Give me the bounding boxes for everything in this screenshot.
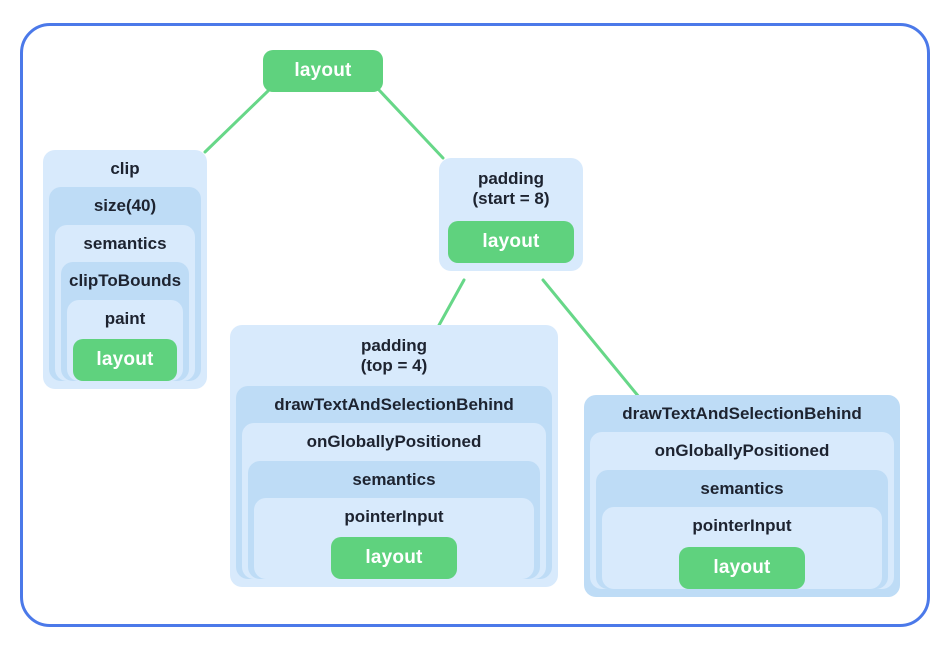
box-label: drawTextAndSelectionBehind [274, 394, 514, 414]
box-on-globally-positioned-middle: onGloballyPositioned semantics pointerIn… [242, 423, 546, 580]
box-draw-text-right: drawTextAndSelectionBehind onGloballyPos… [584, 395, 900, 597]
box-label: padding (top = 4) [230, 325, 558, 386]
box-label-line2: (top = 4) [360, 356, 428, 376]
box-label: padding (start = 8) [439, 158, 583, 219]
box-label: clip [110, 159, 140, 178]
box-draw-text-middle: drawTextAndSelectionBehind onGloballyPos… [236, 385, 552, 580]
leaf-layout-clip: layout [73, 338, 177, 381]
box-semantics: semantics clipToBounds paint layout [55, 224, 195, 381]
box-label: drawTextAndSelectionBehind [622, 404, 862, 423]
box-label: pointerInput [692, 516, 792, 536]
box-label-line1: padding [477, 169, 545, 188]
box-label: semantics [352, 469, 436, 489]
leaf-layout-right: layout [679, 546, 805, 589]
edge-root-padding-start [377, 88, 445, 160]
box-label-line1: padding [360, 336, 428, 355]
box-pointer-input-middle: pointerInput layout [254, 497, 534, 580]
box-semantics-right: semantics pointerInput layout [596, 469, 888, 589]
box-on-globally-positioned-right: onGloballyPositioned semantics pointerIn… [590, 432, 894, 589]
box-label: semantics [83, 233, 167, 253]
box-clip-to-bounds: clipToBounds paint layout [61, 262, 189, 381]
box-clip: clip size(40) semantics clipToBounds pai… [43, 150, 207, 389]
box-semantics-middle: semantics pointerInput layout [248, 460, 540, 580]
node-label: layout [294, 60, 352, 81]
edge-root-clip [203, 88, 271, 154]
box-padding-start-8: padding (start = 8) layout [439, 158, 583, 271]
box-label: onGloballyPositioned [306, 432, 482, 452]
box-label: onGloballyPositioned [654, 441, 830, 461]
box-label-line2: (start = 8) [472, 189, 550, 209]
box-label: clipToBounds [69, 271, 182, 291]
leaf-layout-middle: layout [331, 537, 457, 580]
edge-padding-start-padding-top [436, 278, 466, 329]
box-padding-top-4: padding (top = 4) drawTextAndSelectionBe… [230, 325, 558, 588]
box-pointer-input-right: pointerInput layout [602, 507, 882, 589]
box-paint: paint layout [67, 299, 183, 381]
edge-padding-start-draw-text [541, 278, 641, 399]
box-label: paint [104, 308, 146, 328]
diagram-frame [20, 23, 930, 627]
node-layout-root: layout [263, 50, 383, 92]
leaf-layout-padding-start: layout [448, 220, 574, 263]
box-label: size(40) [93, 196, 157, 216]
box-label: pointerInput [344, 506, 444, 526]
box-label: semantics [700, 478, 784, 498]
box-size-40: size(40) semantics clipToBounds paint la… [49, 187, 201, 381]
